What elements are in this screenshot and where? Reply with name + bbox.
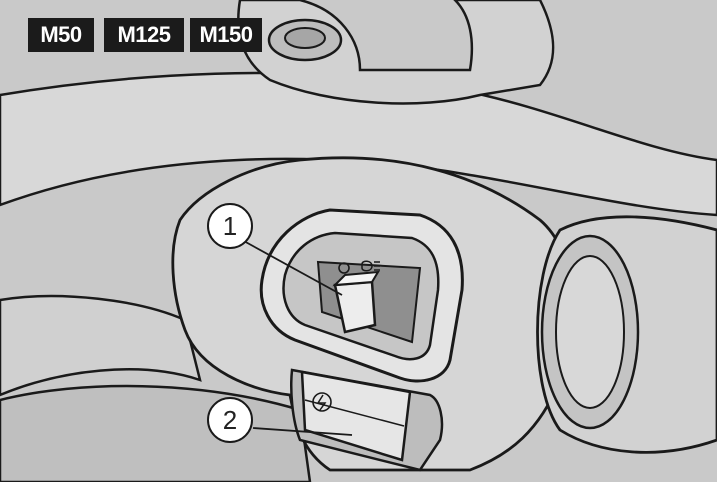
model-badge-m150: M150	[190, 18, 262, 52]
model-badge-m125: M125	[104, 18, 184, 52]
grip-end-inner	[555, 255, 625, 409]
light-indicator-icon	[338, 262, 350, 274]
light-switch-top	[332, 270, 380, 287]
lower-lever	[0, 294, 202, 397]
lower-body	[0, 384, 312, 482]
callout-2-number: 2	[223, 405, 237, 435]
headlight-symbol	[361, 260, 380, 272]
callout-1-leader	[241, 239, 343, 296]
model-badge-m50: M50	[28, 18, 94, 52]
starter-button-edge	[304, 399, 405, 427]
mount-bolt-inner	[284, 27, 326, 49]
callout-1-circle	[207, 203, 253, 249]
starter-icon-bolt	[316, 394, 327, 411]
starter-button	[300, 370, 412, 462]
callout-1-number: 1	[223, 211, 237, 241]
callout-2-leader	[252, 427, 353, 436]
callout-2-circle	[207, 397, 253, 443]
starter-icon	[312, 392, 332, 412]
